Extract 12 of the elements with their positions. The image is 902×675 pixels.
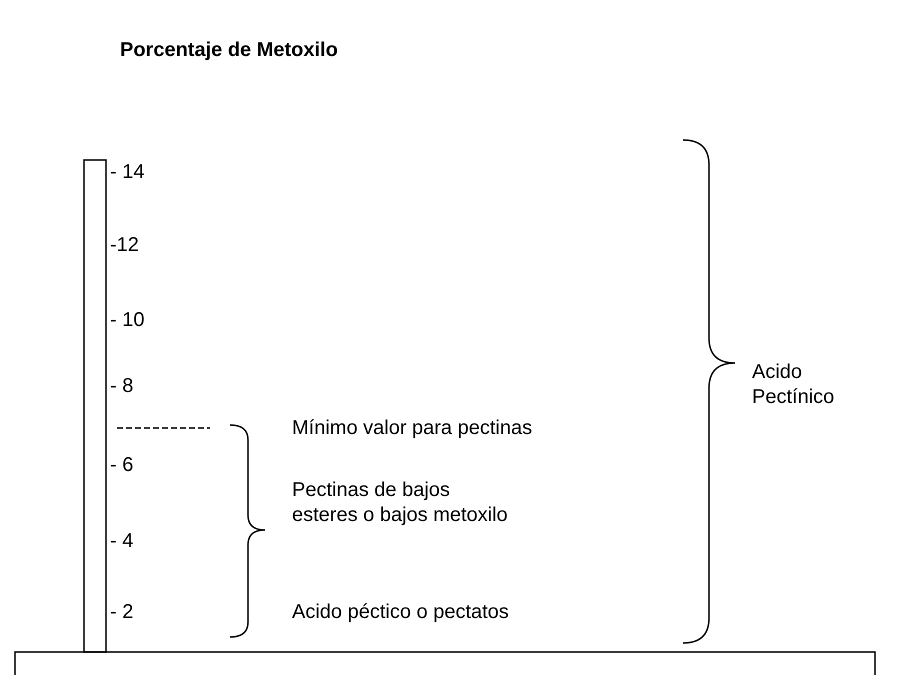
range-label: Acido Pectínico — [752, 360, 836, 410]
tick-label: - 10 — [110, 308, 144, 333]
tick-label: - 14 — [110, 160, 144, 185]
tick-label: -12 — [110, 233, 139, 258]
tick-label: - 6 — [110, 453, 134, 478]
range-label: Acido péctico o pectatos — [292, 600, 509, 625]
tick-label: - 2 — [110, 600, 134, 625]
title: Porcentaje de Metoxilo — [120, 38, 338, 63]
tick-label: - 8 — [110, 374, 134, 399]
range-label: Pectinas de bajos esteres o bajos metoxilo — [292, 478, 509, 528]
range-label: Mínimo valor para pectinas — [292, 416, 532, 441]
tick-label: - 4 — [110, 529, 134, 554]
